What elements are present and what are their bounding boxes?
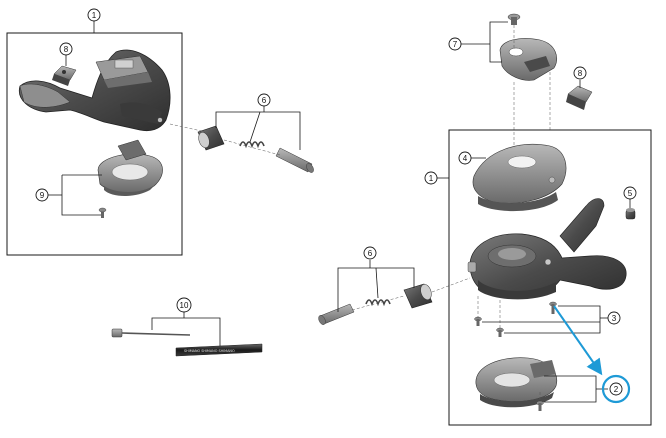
screw-icon-3c xyxy=(549,301,557,314)
screw-icon-2 xyxy=(536,400,544,411)
inner-cable-icon-part10 xyxy=(111,328,191,338)
callout-6-lower-label: 6 xyxy=(368,249,373,258)
callout-10: 10 xyxy=(176,297,192,313)
leader-line xyxy=(215,111,301,150)
cable-print-text: SHIMANO SHIMANO SHIMANO xyxy=(184,349,235,353)
callout-3-right: 3 xyxy=(607,311,621,325)
callout-6-upper-label: 6 xyxy=(262,96,267,105)
adjusting-barrel-icon-upper xyxy=(197,125,225,151)
adjusting-barrel-icon-lower xyxy=(403,283,433,309)
callout-4-right-label: 4 xyxy=(463,154,468,163)
callout-9-left: 9 xyxy=(35,188,49,202)
assembly-axis xyxy=(351,295,405,311)
assembly-axis xyxy=(431,277,471,293)
callout-8-left: 8 xyxy=(59,42,73,56)
cable-housing-icon: SHIMANO SHIMANO SHIMANO xyxy=(175,343,263,357)
lever-cover-icon-left xyxy=(97,139,163,196)
callout-7-right-label: 7 xyxy=(453,40,458,49)
callout-1-left: 1 xyxy=(87,8,101,22)
highlight-ring-icon xyxy=(601,374,631,404)
callout-6-lower: 6 xyxy=(363,246,377,260)
highlight-arrow-icon xyxy=(553,305,603,376)
callout-10-label: 10 xyxy=(180,301,189,310)
leader-line xyxy=(249,111,261,143)
left-assembly-frame xyxy=(6,32,183,256)
inner-cable-icon-upper xyxy=(275,147,314,173)
assembly-axis xyxy=(169,123,216,135)
shift-lever-assembly-left xyxy=(18,49,171,132)
callout-6-upper: 6 xyxy=(257,93,271,107)
callout-8-left-label: 8 xyxy=(64,45,69,54)
clamp-bolt-icon-right xyxy=(566,85,593,110)
bottom-cover-icon xyxy=(475,357,558,408)
callout-7-right: 7 xyxy=(448,37,462,51)
leader-line xyxy=(504,305,601,334)
leader-line xyxy=(151,317,221,346)
callout-1-left-label: 1 xyxy=(92,11,97,20)
callout-8-right: 8 xyxy=(573,66,587,80)
callout-5-right: 5 xyxy=(623,186,637,200)
callout-1-right: 1 xyxy=(424,171,438,185)
callout-2-right-label: 2 xyxy=(614,385,619,394)
leader-line xyxy=(61,175,101,216)
spring-icon-upper xyxy=(239,141,265,149)
clamp-bolt-icon-left xyxy=(52,65,77,86)
lever-cover-icon-right xyxy=(472,144,567,212)
top-bolt-icon xyxy=(507,13,521,25)
small-cap-icon xyxy=(625,208,636,220)
callout-3-right-label: 3 xyxy=(612,314,617,323)
screw-icon-3a xyxy=(474,316,482,326)
shift-lever-assembly-right xyxy=(467,198,627,300)
leader-line xyxy=(375,267,379,299)
right-assembly-frame xyxy=(448,129,652,426)
callout-1-right-label: 1 xyxy=(429,174,434,183)
screw-icon-3b xyxy=(496,327,504,337)
small-screw-icon-left xyxy=(98,207,107,218)
callout-5-right-label: 5 xyxy=(628,189,633,198)
callout-2-right: 2 xyxy=(609,382,623,396)
spring-icon-lower xyxy=(365,299,391,307)
inner-cable-icon-lower xyxy=(318,303,355,325)
callout-9-left-label: 9 xyxy=(40,191,45,200)
leader-line xyxy=(489,21,508,63)
callout-8-right-label: 8 xyxy=(578,69,583,78)
callout-4-right: 4 xyxy=(458,151,472,165)
clamp-band-icon-right xyxy=(499,38,557,81)
